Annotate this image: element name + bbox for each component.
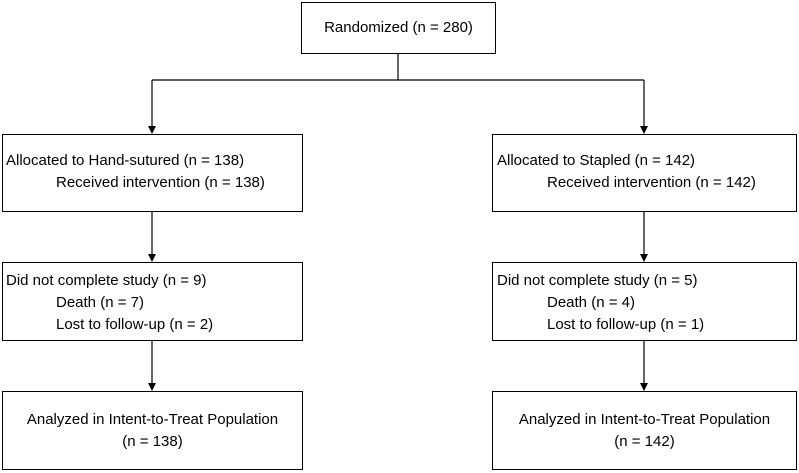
right-received-label: Received intervention (n = 142)	[547, 174, 756, 191]
randomized-label: Randomized (n = 280)	[324, 19, 473, 36]
right-analysis-box: Analyzed in Intent-to-Treat Population (…	[492, 391, 797, 470]
right-followup-box: Did not complete study (n = 5) Death (n …	[492, 262, 797, 341]
right-not-completed-label: Did not complete study (n = 5)	[497, 272, 698, 289]
left-allocation-label: Allocated to Hand-sutured (n = 138)	[6, 152, 245, 169]
right-death-label: Death (n = 4)	[547, 294, 635, 311]
left-analyzed-count: (n = 138)	[122, 432, 183, 450]
left-death-label: Death (n = 7)	[56, 294, 144, 311]
right-analyzed-count: (n = 142)	[614, 432, 675, 450]
left-lost-label: Lost to follow-up (n = 2)	[56, 316, 214, 333]
left-analysis-box: Analyzed in Intent-to-Treat Population (…	[2, 391, 303, 470]
randomized-box: Randomized (n = 280)	[301, 2, 496, 54]
left-received-label: Received intervention (n = 138)	[56, 174, 265, 191]
right-allocation-box: Allocated to Stapled (n = 142) Received …	[492, 134, 797, 212]
left-allocation-box: Allocated to Hand-sutured (n = 138) Rece…	[2, 134, 303, 212]
left-not-completed-label: Did not complete study (n = 9)	[6, 272, 207, 289]
right-analyzed-title: Analyzed in Intent-to-Treat Population	[518, 410, 771, 428]
left-analyzed-title: Analyzed in Intent-to-Treat Population	[26, 410, 279, 428]
right-allocation-label: Allocated to Stapled (n = 142)	[497, 152, 696, 169]
left-followup-box: Did not complete study (n = 9) Death (n …	[2, 262, 303, 341]
right-lost-label: Lost to follow-up (n = 1)	[547, 316, 705, 333]
